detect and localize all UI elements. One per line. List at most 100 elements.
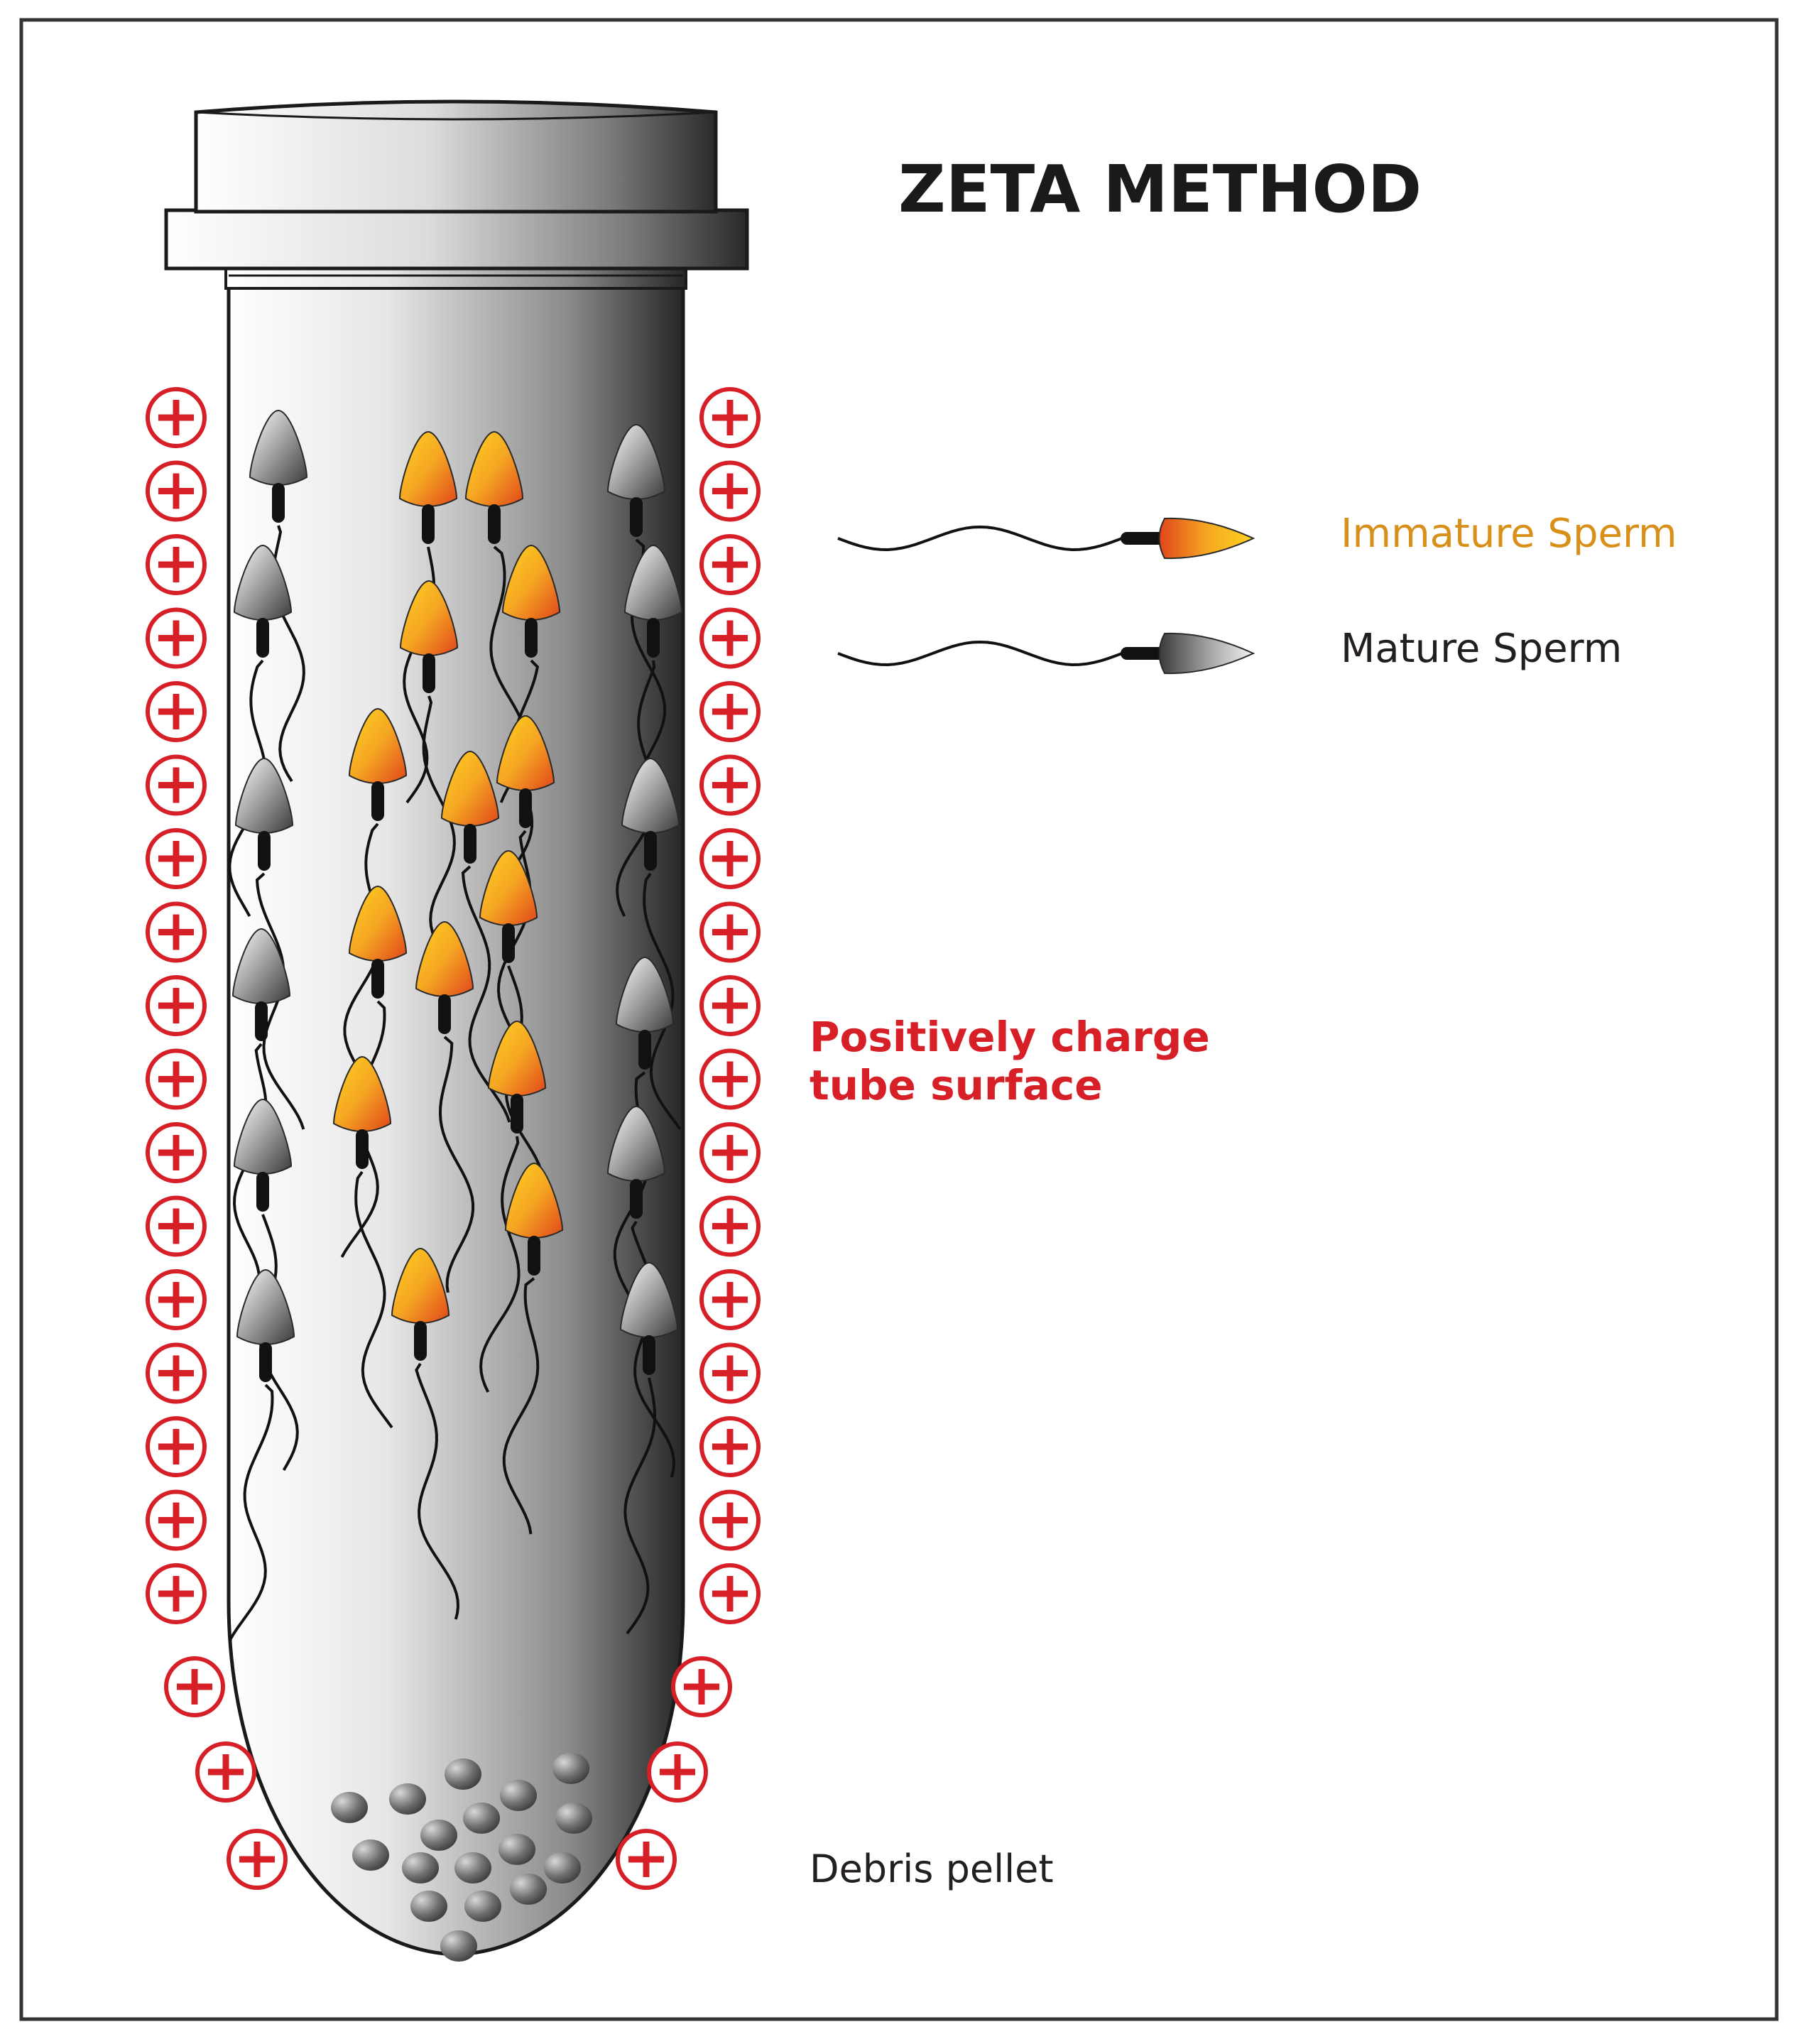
- positive-charge-icon: [699, 1269, 761, 1330]
- positive-charge-icon: [146, 1342, 207, 1404]
- positive-charge-icon: [699, 1122, 761, 1183]
- immature-sperm-head: [496, 714, 555, 828]
- debris-particle: [552, 1753, 589, 1784]
- debris-particle: [510, 1874, 547, 1905]
- positive-charge-icon: [671, 1656, 732, 1717]
- debris-particle: [440, 1930, 477, 1962]
- positive-charge-icon: [699, 387, 761, 448]
- mature-sperm-head: [621, 757, 680, 871]
- debris-particle: [544, 1852, 581, 1883]
- positive-charge-icon: [146, 1563, 207, 1624]
- positive-charge-icon: [146, 1489, 207, 1551]
- immature-sperm-tail: [422, 695, 456, 953]
- mature-sperm-head: [249, 409, 308, 523]
- debris-particle: [464, 1891, 501, 1922]
- positive-charge-icon: [146, 1269, 207, 1330]
- immature-sperm-head: [487, 1020, 547, 1134]
- positive-charge-icon: [146, 387, 207, 448]
- diagram-frame: [19, 18, 1779, 2021]
- positive-charge-icon: [699, 1048, 761, 1110]
- debris-particle: [498, 1834, 535, 1865]
- debris-particle: [463, 1803, 500, 1834]
- immature-sperm-tail: [479, 1136, 521, 1393]
- mature-sperm-head: [231, 928, 291, 1041]
- immature-sperm-tail: [415, 1362, 460, 1620]
- positive-charge-icon: [699, 828, 761, 889]
- immature-sperm-head: [479, 849, 538, 963]
- sperm-heads: [231, 409, 683, 1382]
- legend-mature-label: Mature Sperm: [1341, 626, 1622, 672]
- positive-charge-icon: [647, 1741, 708, 1803]
- positive-charge-icon: [699, 1563, 761, 1624]
- debris-particle: [445, 1758, 481, 1790]
- immature-sperm-tail: [502, 1277, 540, 1535]
- debris-particle: [454, 1852, 491, 1883]
- immature-sperm-head: [391, 1247, 450, 1361]
- positive-charge-icon: [146, 754, 207, 816]
- debris-pellet-particles: [331, 1753, 592, 1962]
- positive-charge-icon: [146, 1416, 207, 1477]
- mature-sperm-tail: [643, 872, 682, 1131]
- debris-particle: [420, 1820, 457, 1851]
- immature-sperm-head: [332, 1055, 392, 1169]
- positive-charge-icon: [699, 975, 761, 1036]
- diagram-title: ZETA METHOD: [898, 151, 1422, 227]
- positive-charges: [146, 387, 761, 1890]
- legend-mature-sperm-icon: [837, 632, 1255, 675]
- mature-sperm-tail: [623, 1377, 657, 1635]
- debris-particle: [352, 1839, 389, 1871]
- positive-charge-icon: [146, 828, 207, 889]
- mature-sperm-head: [606, 1105, 666, 1219]
- positive-charge-icon: [699, 1489, 761, 1551]
- mature-sperm-head: [623, 544, 683, 658]
- positive-charge-icon: [146, 607, 207, 669]
- mature-sperm-head: [233, 1098, 293, 1212]
- debris-particle: [555, 1803, 592, 1834]
- positive-charge-icon: [146, 1195, 207, 1257]
- mature-sperm-head: [606, 423, 666, 537]
- positive-charge-icon: [616, 1829, 677, 1890]
- debris-pellet-label: Debris pellet: [810, 1847, 1054, 1891]
- positive-charge-icon: [699, 1342, 761, 1404]
- immature-sperm-tail: [461, 865, 511, 1123]
- immature-sperm-head: [399, 580, 459, 693]
- debris-particle: [331, 1792, 368, 1823]
- debris-particle: [500, 1780, 537, 1811]
- debris-particle: [410, 1891, 447, 1922]
- positive-charge-icon: [146, 1048, 207, 1110]
- mature-sperm-tail: [232, 1043, 268, 1300]
- debris-particle: [389, 1783, 426, 1815]
- positive-charge-icon: [164, 1656, 225, 1717]
- test-tube: [164, 99, 749, 1957]
- positive-charge-icon: [699, 460, 761, 522]
- legend-immature-label: Immature Sperm: [1341, 511, 1677, 557]
- positive-charge-icon: [699, 1195, 761, 1257]
- mature-sperm-head: [619, 1261, 679, 1375]
- positive-charge-icon: [146, 534, 207, 595]
- immature-sperm-tail: [438, 1035, 475, 1293]
- immature-sperm-head: [348, 707, 408, 821]
- mature-sperm-head: [234, 757, 294, 871]
- positive-charge-icon: [699, 534, 761, 595]
- positive-charge-icon: [195, 1741, 256, 1803]
- positive-charge-icon: [699, 1416, 761, 1477]
- immature-sperm-head: [501, 544, 561, 658]
- positive-charge-icon: [146, 901, 207, 963]
- tube-cap-top: [194, 99, 718, 214]
- debris-particle: [402, 1852, 439, 1883]
- positive-charge-icon: [699, 607, 761, 669]
- positive-charge-icon: [146, 681, 207, 742]
- immature-sperm-tail: [354, 1170, 393, 1429]
- tube-cap-flange: [164, 208, 749, 271]
- immature-sperm-head: [440, 750, 500, 864]
- immature-sperm-head: [398, 430, 458, 544]
- positive-charge-icon: [699, 901, 761, 963]
- surface-label-line2: tube surface: [810, 1061, 1103, 1109]
- immature-sperm-head: [504, 1162, 564, 1276]
- immature-sperm-head: [348, 885, 408, 999]
- positive-charge-icon: [146, 975, 207, 1036]
- immature-sperm-head: [464, 430, 524, 544]
- mature-sperm-head: [233, 544, 293, 658]
